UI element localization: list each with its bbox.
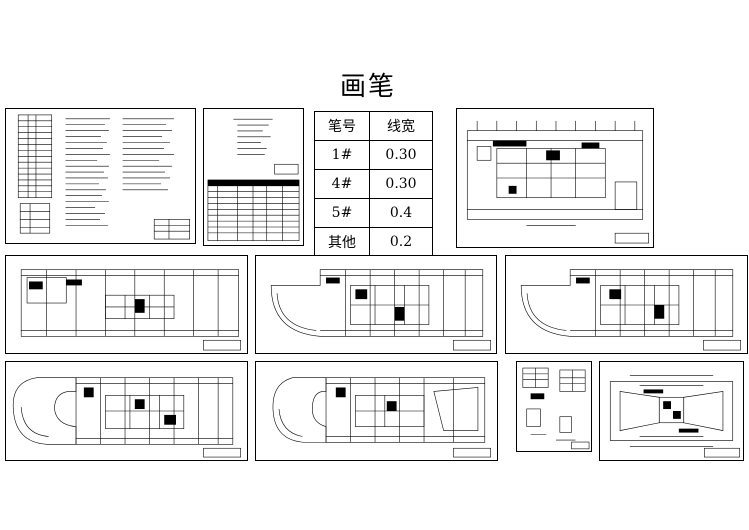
table-row: 4# 0.30 [314, 169, 433, 199]
notes-drawing [17, 114, 190, 240]
table-row: 其他 0.2 [314, 227, 433, 257]
sheet-legend[interactable] [203, 108, 304, 246]
line-width-cell: 0.4 [369, 198, 433, 228]
sheet-roof-plan[interactable] [456, 108, 654, 248]
floor-plan-1-drawing [20, 269, 241, 351]
floor-plan-2-drawing [270, 269, 491, 351]
sheet-site-plan[interactable] [599, 361, 744, 461]
pen-number-cell: 其他 [314, 227, 370, 257]
legend-drawing [207, 118, 300, 242]
header-line-width: 线宽 [369, 111, 433, 141]
sheet-floor-plan-1[interactable] [5, 255, 248, 354]
sheet-floor-plan-3[interactable] [505, 255, 748, 354]
floor-plan-3-drawing [520, 269, 741, 351]
sheet-details[interactable] [516, 361, 592, 452]
roof-plan-drawing [466, 120, 649, 244]
pen-number-cell: 5# [314, 198, 370, 228]
line-width-cell: 0.2 [369, 227, 433, 257]
header-pen-number: 笔号 [314, 111, 370, 141]
sheet-floor-plan-2[interactable] [255, 255, 497, 354]
line-width-cell: 0.30 [369, 169, 433, 199]
pen-width-table: 笔号 线宽 1# 0.30 4# 0.30 5# 0.4 其他 0.2 [314, 111, 433, 257]
pen-number-cell: 4# [314, 169, 370, 199]
site-plan-drawing [609, 375, 740, 458]
table-header-row: 笔号 线宽 [314, 111, 433, 141]
table-row: 1# 0.30 [314, 140, 433, 170]
pen-number-cell: 1# [314, 140, 370, 170]
sheet-floor-plan-5[interactable] [255, 361, 498, 461]
line-width-cell: 0.30 [369, 140, 433, 170]
sheet-design-notes[interactable] [5, 108, 196, 244]
table-row: 5# 0.4 [314, 198, 433, 228]
details-drawing [522, 367, 590, 450]
sheet-floor-plan-4[interactable] [5, 361, 248, 461]
floor-plan-5-drawing [272, 377, 491, 458]
page-title: 画笔 [340, 72, 397, 102]
floor-plan-4-drawing [12, 377, 241, 458]
